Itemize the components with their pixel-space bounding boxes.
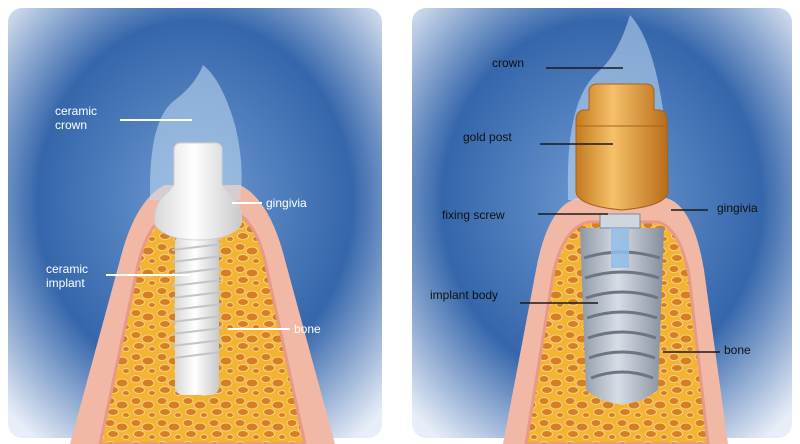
ceramic-implant-label: ceramic implant [46, 262, 88, 290]
fixing-screw-label: fixing screw [442, 208, 505, 222]
gingivia-label: gingivia [266, 196, 307, 210]
crown-label: crown [492, 56, 525, 70]
ceramic-abutment [154, 142, 242, 241]
gold-post-shape [575, 83, 669, 211]
ceramic-implant-label-line1: ceramic [46, 262, 89, 276]
ceramic-crown-label-line2: crown [55, 118, 88, 132]
ceramic-crown-label-line1: ceramic [55, 104, 98, 118]
bone-label: bone [294, 322, 321, 336]
implant-body-label: implant body [430, 288, 499, 302]
titanium-implant-illustration [408, 0, 800, 444]
gold-post-label: gold post [463, 130, 512, 144]
ceramic-implant-illustration [0, 0, 390, 444]
fixing-screw-head [599, 213, 641, 229]
implant-threads [171, 243, 223, 359]
ceramic-implant-label-line2: implant [46, 276, 85, 290]
leader-lines [520, 67, 720, 353]
leader-lines [106, 119, 290, 330]
fixing-screw-shaft [611, 228, 629, 268]
titanium-implant-panel: crown gold post fixing screw gingivia im… [408, 0, 800, 444]
implant-body-shape [580, 228, 664, 404]
ceramic-implant-panel: ceramic crown gingivia ceramic implant b… [0, 0, 390, 444]
ceramic-crown-label: ceramic crown [55, 104, 97, 132]
gingivia-label: gingivia [717, 201, 758, 215]
bone-label: bone [724, 343, 751, 357]
